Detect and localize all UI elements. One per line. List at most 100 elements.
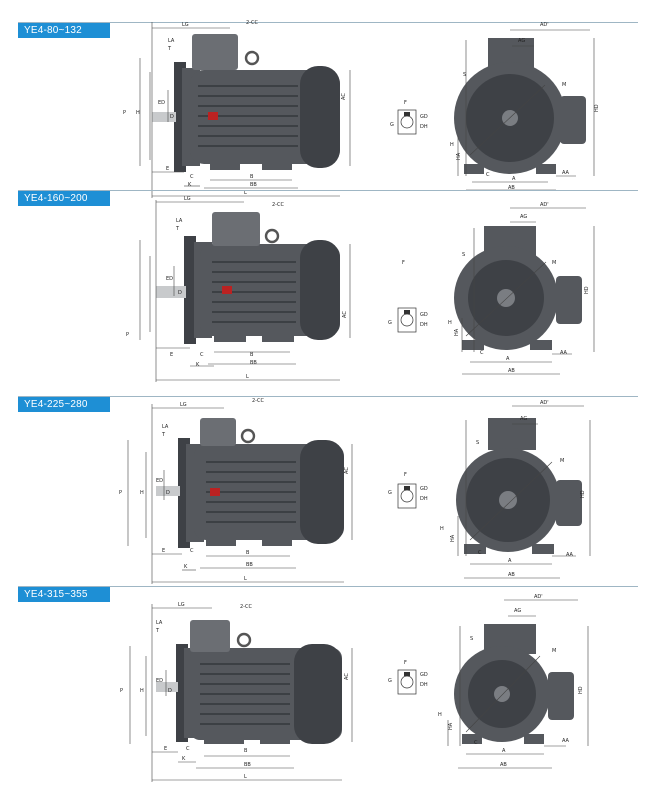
label-f: F — [404, 472, 407, 478]
label-h: H — [448, 320, 452, 326]
label-ac: AC — [344, 467, 350, 474]
section-separator — [18, 190, 638, 191]
label-la: LA — [168, 38, 175, 44]
label-p: P — [120, 688, 123, 694]
label-b: B — [244, 748, 248, 754]
motor-drawing: LG 2-CC LA T P H ED D E C K B BB L AC F … — [119, 398, 591, 584]
label-e: E — [164, 746, 167, 752]
label-bb: BB — [246, 562, 253, 568]
side-dimensions — [129, 604, 353, 782]
label-dh: DH — [420, 496, 428, 502]
label-lg: LG — [180, 402, 187, 408]
label-lg: LG — [184, 196, 191, 202]
label-m: M — [552, 260, 556, 266]
label-aa: AA — [562, 738, 570, 744]
label-ab: AB — [508, 185, 515, 191]
label-b: B — [250, 352, 254, 358]
section-tag: YE4-315~355 — [18, 587, 110, 602]
section-tag: YE4-160~200 — [18, 191, 110, 206]
label-k: K — [188, 182, 192, 188]
label-c: C — [190, 548, 194, 554]
end-view: AD' AG S M HD H HA C AA A AB — [448, 202, 595, 375]
label-e: E — [166, 166, 169, 172]
label-aa: AA — [562, 170, 570, 176]
side-dimensions — [139, 200, 351, 382]
label-hd: HD — [578, 686, 584, 694]
label-h: H — [450, 142, 454, 148]
label-ab: AB — [508, 572, 515, 578]
label-b: B — [246, 550, 250, 556]
label-g: G — [388, 320, 392, 326]
side-view — [156, 418, 344, 548]
label-b: B — [250, 174, 254, 180]
label-t: T — [155, 628, 160, 634]
label-gd: GD — [420, 672, 428, 678]
label-ed: ED — [166, 276, 173, 282]
side-labels: LG 2-CC LA T P H ED D E C K B BB L AC — [119, 398, 350, 582]
label-dh: DH — [420, 682, 428, 688]
shaft-section: F G GD DH — [388, 660, 428, 695]
label-dh: DH — [420, 322, 428, 328]
label-ab: AB — [500, 762, 507, 768]
label-ha: HA — [450, 534, 456, 542]
section-tag: YE4-80~132 — [18, 23, 110, 38]
label-hd: HD — [594, 104, 600, 112]
label-s: S — [463, 72, 466, 78]
label-a: A — [508, 558, 512, 564]
label-d: D — [168, 688, 172, 694]
end-view: AD' AG S M HD H HA C AA A AB — [440, 400, 591, 579]
label-lg: LG — [178, 602, 185, 608]
label-t: T — [161, 432, 166, 438]
side-view — [152, 34, 340, 172]
side-view — [156, 212, 340, 344]
label-bb: BB — [250, 360, 257, 366]
label-a: A — [506, 356, 510, 362]
label-c: C — [474, 740, 478, 746]
label-a: A — [512, 176, 516, 182]
label-k: K — [182, 756, 186, 762]
shaft-section: F G GD DH — [388, 472, 428, 509]
label-h: H — [438, 712, 442, 718]
label-c: C — [190, 174, 194, 180]
label-ag: AG — [514, 608, 521, 614]
label-d: D — [166, 490, 170, 496]
side-labels: LG 2-CC LA T P H ED D E C K B BB L AC — [120, 602, 350, 780]
label-bb: BB — [250, 182, 257, 188]
label-f: F — [402, 260, 405, 266]
shaft-section: F G GD DH — [388, 260, 428, 333]
label-c: C — [186, 746, 190, 752]
label-p: P — [119, 490, 122, 496]
label-a: A — [502, 748, 506, 754]
label-h: H — [440, 526, 444, 532]
label-ha: HA — [454, 328, 460, 336]
label-gd: GD — [420, 486, 428, 492]
label-ag: AG — [520, 214, 527, 220]
label-2cc: 2-CC — [272, 202, 284, 208]
label-h: H — [140, 490, 144, 496]
label-ad: AD' — [540, 400, 549, 406]
label-ab: AB — [508, 368, 515, 374]
label-t: T — [167, 46, 172, 52]
label-m: M — [552, 648, 556, 654]
end-view: AD' AG S M HD H HA C AA A AB — [450, 22, 600, 191]
label-ac: AC — [341, 93, 347, 100]
label-c: C — [486, 172, 490, 178]
section-separator — [18, 396, 638, 397]
label-g: G — [388, 490, 392, 496]
section-separator — [18, 22, 638, 23]
label-ac: AC — [344, 673, 350, 680]
label-l: L — [244, 190, 247, 196]
label-ed: ED — [158, 100, 165, 106]
label-dh: DH — [420, 124, 428, 130]
shaft-section: F G GD DH — [390, 100, 428, 135]
label-h: H — [140, 688, 144, 694]
label-ha: HA — [456, 152, 462, 160]
label-p: P — [126, 332, 129, 338]
label-2cc: 2-CC — [240, 604, 252, 610]
side-labels: LG 2-CC LA T P ED D E C K B BB L AC — [126, 196, 348, 380]
label-ed: ED — [156, 478, 163, 484]
label-c: C — [200, 352, 204, 358]
label-aa: AA — [566, 552, 574, 558]
label-l: L — [244, 576, 247, 582]
